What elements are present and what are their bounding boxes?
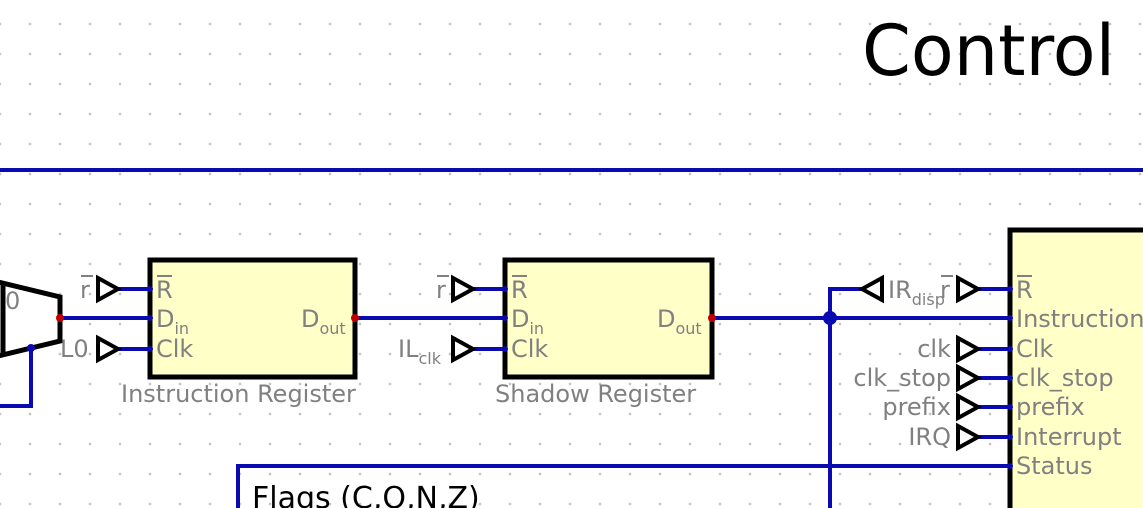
sr-clk-input-label: ILclk (398, 335, 442, 368)
cu-pin-label-clk: Clk (1016, 335, 1053, 363)
sr-clk-input-icon[interactable] (451, 334, 478, 364)
cu-reset-input-label: r (940, 276, 950, 304)
cu-pin-label-instruction: Instruction (1016, 305, 1143, 333)
prefix-input-icon[interactable] (956, 392, 983, 422)
ir-clk-input-label: L0 (60, 335, 89, 363)
page-title: Control (862, 10, 1115, 92)
status-flags-wire (236, 464, 1012, 508)
cu-pin-label-reset: R (1016, 276, 1033, 304)
mux-output-pin (56, 314, 64, 322)
ir-disp-output-icon[interactable] (857, 274, 884, 304)
ir-dout-label: Dout (301, 305, 346, 338)
irq-input-label: IRQ (908, 423, 951, 451)
clk-input-icon[interactable] (956, 334, 983, 364)
irq-input-icon[interactable] (956, 422, 983, 452)
sr-reset-input-icon[interactable] (451, 274, 478, 304)
ir-reset-input-icon[interactable] (96, 274, 123, 304)
cu-pin-label-clk-stop: clk_stop (1016, 364, 1114, 392)
sr-output-pin (708, 314, 716, 322)
clk-stop-input-label: clk_stop (853, 364, 951, 392)
ir-disp-label: IRdisp (888, 276, 945, 309)
ir-reset-input-label: r (80, 276, 90, 304)
sr-caption: Shadow Register (495, 380, 696, 408)
sr-reset-input-label: r (436, 276, 446, 304)
shadow-register[interactable]: R Din Clk Dout (502, 257, 715, 380)
cu-pin-label-status: Status (1016, 452, 1092, 480)
ir-output-pin (351, 314, 359, 322)
clk-input-label: clk (917, 335, 951, 363)
mux-select-pin (27, 344, 35, 352)
cu-reset-input-icon[interactable] (956, 274, 983, 304)
sr-clk-pin-label: Clk (511, 335, 548, 363)
flags-label: Flags (C,O,N,Z) (252, 481, 480, 508)
sr-din-label: Din (511, 305, 544, 338)
cu-pin-label-interrupt: Interrupt (1016, 423, 1122, 451)
mux-input-label: 0 (5, 287, 20, 315)
cu-pin-label-prefix: prefix (1016, 393, 1085, 421)
ir-reset-pin-label: R (156, 276, 173, 304)
ir-clk-input-icon[interactable] (96, 334, 123, 364)
clk-stop-input-icon[interactable] (956, 363, 983, 393)
instruction-register[interactable]: R Din Clk Dout (147, 257, 358, 380)
sr-dout-label: Dout (657, 305, 702, 338)
sr-reset-pin-label: R (511, 276, 528, 304)
control-unit[interactable] (1007, 227, 1143, 508)
mux-select-wire (0, 346, 33, 408)
ir-caption: Instruction Register (121, 380, 356, 408)
ir-clk-pin-label: Clk (156, 335, 193, 363)
prefix-input-label: prefix (882, 393, 951, 421)
ir-din-label: Din (156, 305, 189, 338)
ir-disp-wire (828, 287, 864, 508)
